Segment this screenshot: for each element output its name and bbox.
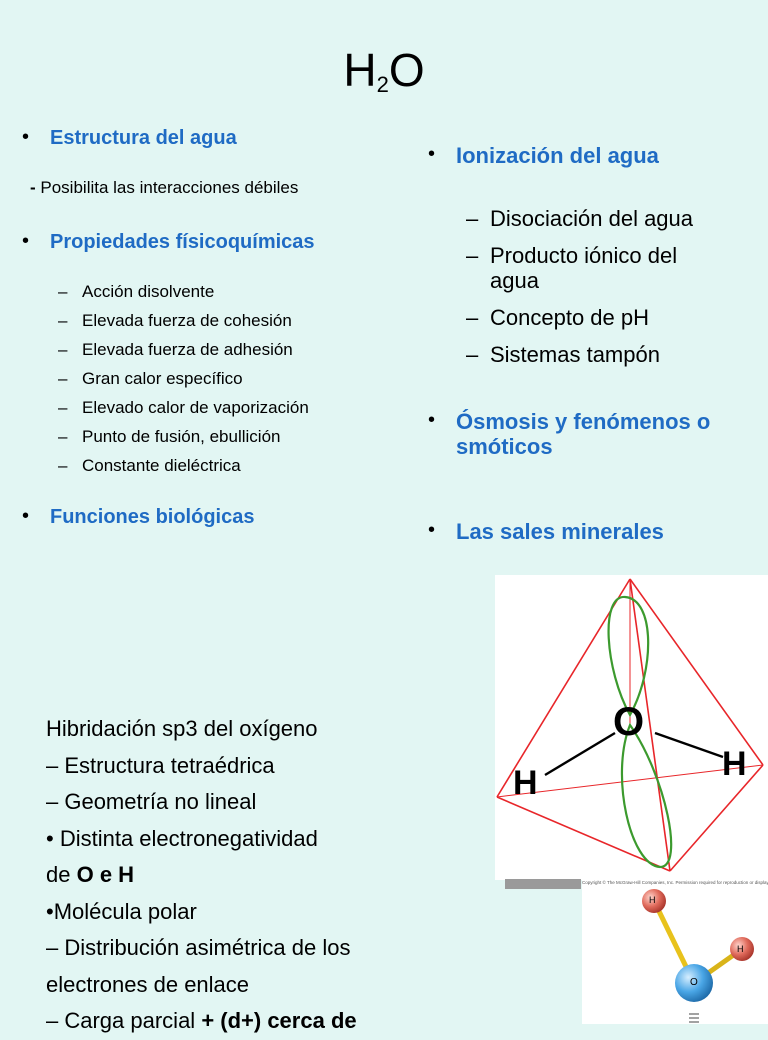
list-item: –Acción disolvente xyxy=(58,282,215,301)
bullet-dot: • xyxy=(22,126,30,148)
edge xyxy=(629,578,671,872)
bullet-dot: • xyxy=(428,409,436,431)
list-item: –Punto de fusión, ebullición xyxy=(58,427,281,446)
ball-o-label: O xyxy=(690,977,698,988)
bullet-dot: • xyxy=(22,230,30,252)
bullet-dot: • xyxy=(428,519,436,541)
ball-stick-figure: H H O xyxy=(582,887,768,1024)
bullet-properties: • Propiedades físicoquímicas xyxy=(22,230,315,254)
hybridization-line: – Distribución asimétrica de los xyxy=(46,935,351,960)
bullet-salts: • Las sales minerales xyxy=(428,519,664,544)
atom-h-left-label: H xyxy=(513,764,538,802)
bullet-functions: • Funciones biológicas xyxy=(22,505,254,529)
osmosis-heading: Ósmosis y fenómenos o smóticos xyxy=(456,409,711,459)
hybridization-text: Hibridación sp3 del oxígeno – Estructura… xyxy=(46,711,357,1040)
edge xyxy=(669,764,764,872)
hybridization-line: electrones de enlace xyxy=(46,971,250,997)
list-item: –Gran calor específico xyxy=(58,369,243,388)
properties-list: –Acción disolvente –Elevada fuerza de co… xyxy=(58,277,309,480)
atom-h-right-label: H xyxy=(722,745,747,783)
structure-note: - Posibilita las interacciones débiles xyxy=(30,178,299,197)
ionization-heading: Ionización del agua xyxy=(456,143,659,168)
properties-heading: Propiedades físicoquímicas xyxy=(50,231,315,253)
list-item: –Producto iónico del agua xyxy=(466,243,678,293)
list-item: –Elevada fuerza de cohesión xyxy=(58,311,292,330)
hybridization-line: •Molécula polar xyxy=(46,898,197,924)
functions-heading: Funciones biológicas xyxy=(50,506,255,528)
list-item: –Concepto de pH xyxy=(466,305,649,330)
ball-h-right-label: H xyxy=(737,944,744,954)
ball-h-top-label: H xyxy=(649,895,656,905)
edge xyxy=(629,578,764,766)
list-item: –Elevada fuerza de adhesión xyxy=(58,340,293,359)
bullet-dot: • xyxy=(428,143,436,165)
page-title: H2O xyxy=(343,44,425,97)
tetrahedron-svg xyxy=(496,578,764,872)
edge xyxy=(496,796,671,872)
bullet-dot: • xyxy=(22,505,30,527)
tick-marks xyxy=(689,1013,699,1023)
list-item: –Disociación del agua xyxy=(466,206,694,231)
atom-o-label: O xyxy=(613,700,645,744)
bond-left xyxy=(544,731,616,777)
edge xyxy=(496,764,764,798)
bullet-structure: • Estructura del agua xyxy=(22,126,237,150)
bullet-ionization: • Ionización del agua xyxy=(428,143,659,168)
oxygen-ball xyxy=(675,964,713,1002)
hydrogen-ball xyxy=(642,889,666,913)
list-item: –Sistemas tampón xyxy=(466,342,660,367)
bullet-osmosis: • Ósmosis y fenómenos o smóticos xyxy=(428,409,710,459)
copyright-text: Copyright © The McGraw-Hill Companies, I… xyxy=(582,879,768,887)
hybridization-line: – Carga parcial + (d+) cerca de xyxy=(46,1008,357,1033)
tetrahedron-figure: O H H xyxy=(495,575,768,880)
hybridization-line: • Distinta electronegatividad xyxy=(46,825,318,851)
list-item: –Constante dieléctrica xyxy=(58,456,241,475)
edge xyxy=(496,578,631,798)
structure-heading: Estructura del agua xyxy=(50,127,237,149)
hydrogen-ball xyxy=(730,937,754,961)
hybridization-line: – Geometría no lineal xyxy=(46,789,257,814)
ionization-list: –Disociación del agua –Producto iónico d… xyxy=(466,206,756,379)
orbital-lobes xyxy=(607,595,673,869)
salts-heading: Las sales minerales xyxy=(456,519,664,544)
hybridization-line: Hibridación sp3 del oxígeno xyxy=(46,716,318,741)
list-item: –Elevado calor de vaporización xyxy=(58,398,309,417)
ball-stick-svg xyxy=(642,889,754,1023)
hybridization-line: de O e H xyxy=(46,862,135,887)
hybridization-line: – Estructura tetraédrica xyxy=(46,752,275,778)
divider-bar xyxy=(505,879,581,889)
bond-right xyxy=(654,731,724,759)
